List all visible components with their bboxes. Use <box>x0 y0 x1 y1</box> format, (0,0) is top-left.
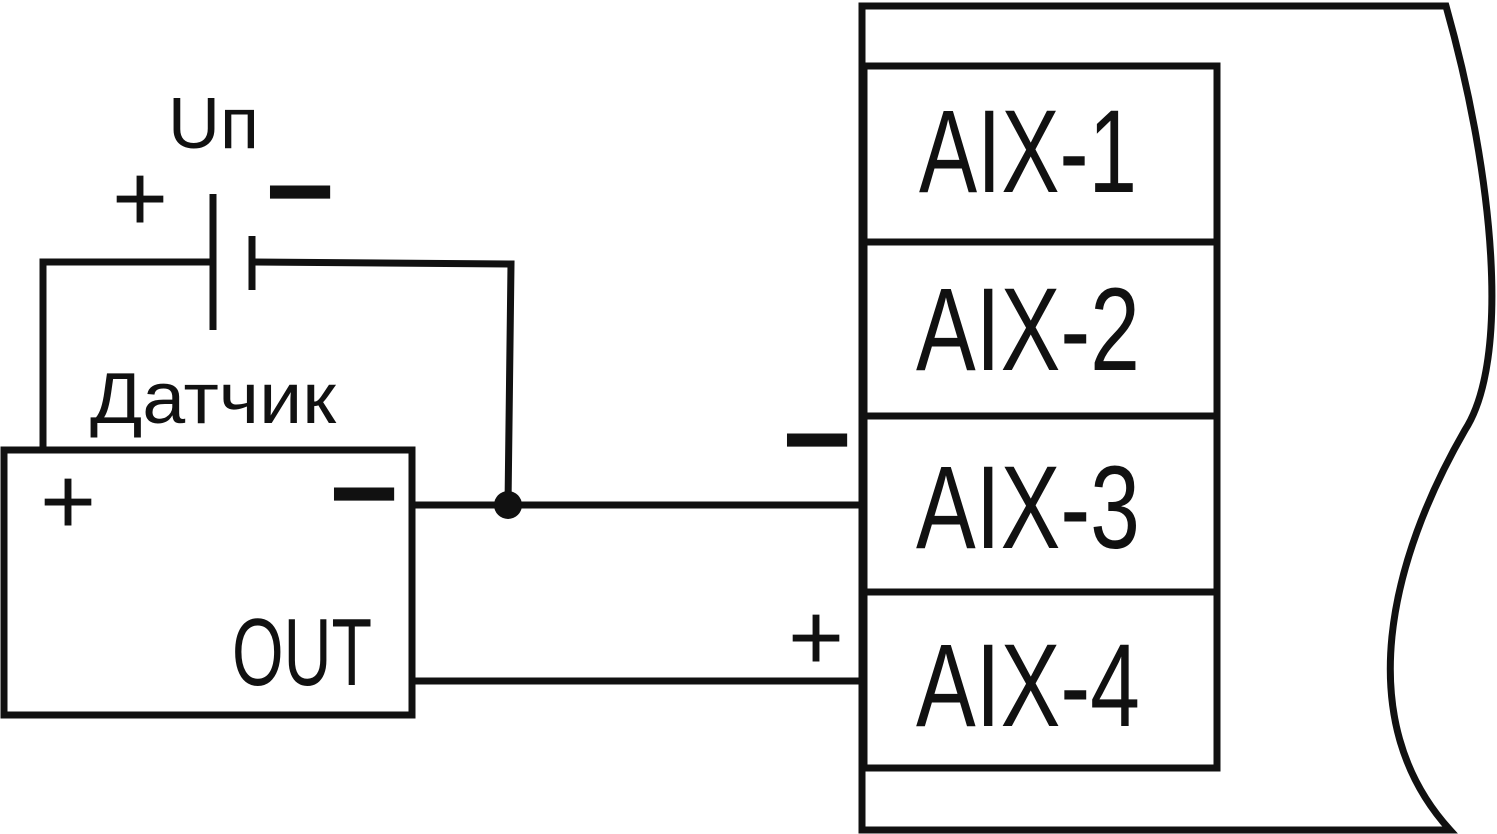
supply-minus-wire <box>251 258 515 506</box>
sensor-label: Датчик <box>90 359 337 439</box>
supply-plus-sign: + <box>112 145 168 252</box>
supply-minus-sign: − <box>265 124 335 258</box>
sensor-box <box>0 446 416 719</box>
terminal-aix-3: AIX-3 <box>916 442 1140 574</box>
sensor-minus-sign: − <box>329 426 399 560</box>
terminal-aix-2: AIX-2 <box>916 264 1140 396</box>
module-minus-sign: − <box>782 372 852 506</box>
terminal-aix-1: AIX-1 <box>919 86 1137 218</box>
terminal-aix-4: AIX-4 <box>916 620 1140 752</box>
sensor-plus-sign: + <box>40 448 96 555</box>
module-plus-sign: + <box>788 584 844 691</box>
junction-node <box>494 491 522 519</box>
module-body <box>858 2 1496 834</box>
supply-label: Uп <box>168 84 259 164</box>
supply-plus-wire <box>39 258 213 448</box>
sensor-out-label: OUT <box>232 599 372 706</box>
